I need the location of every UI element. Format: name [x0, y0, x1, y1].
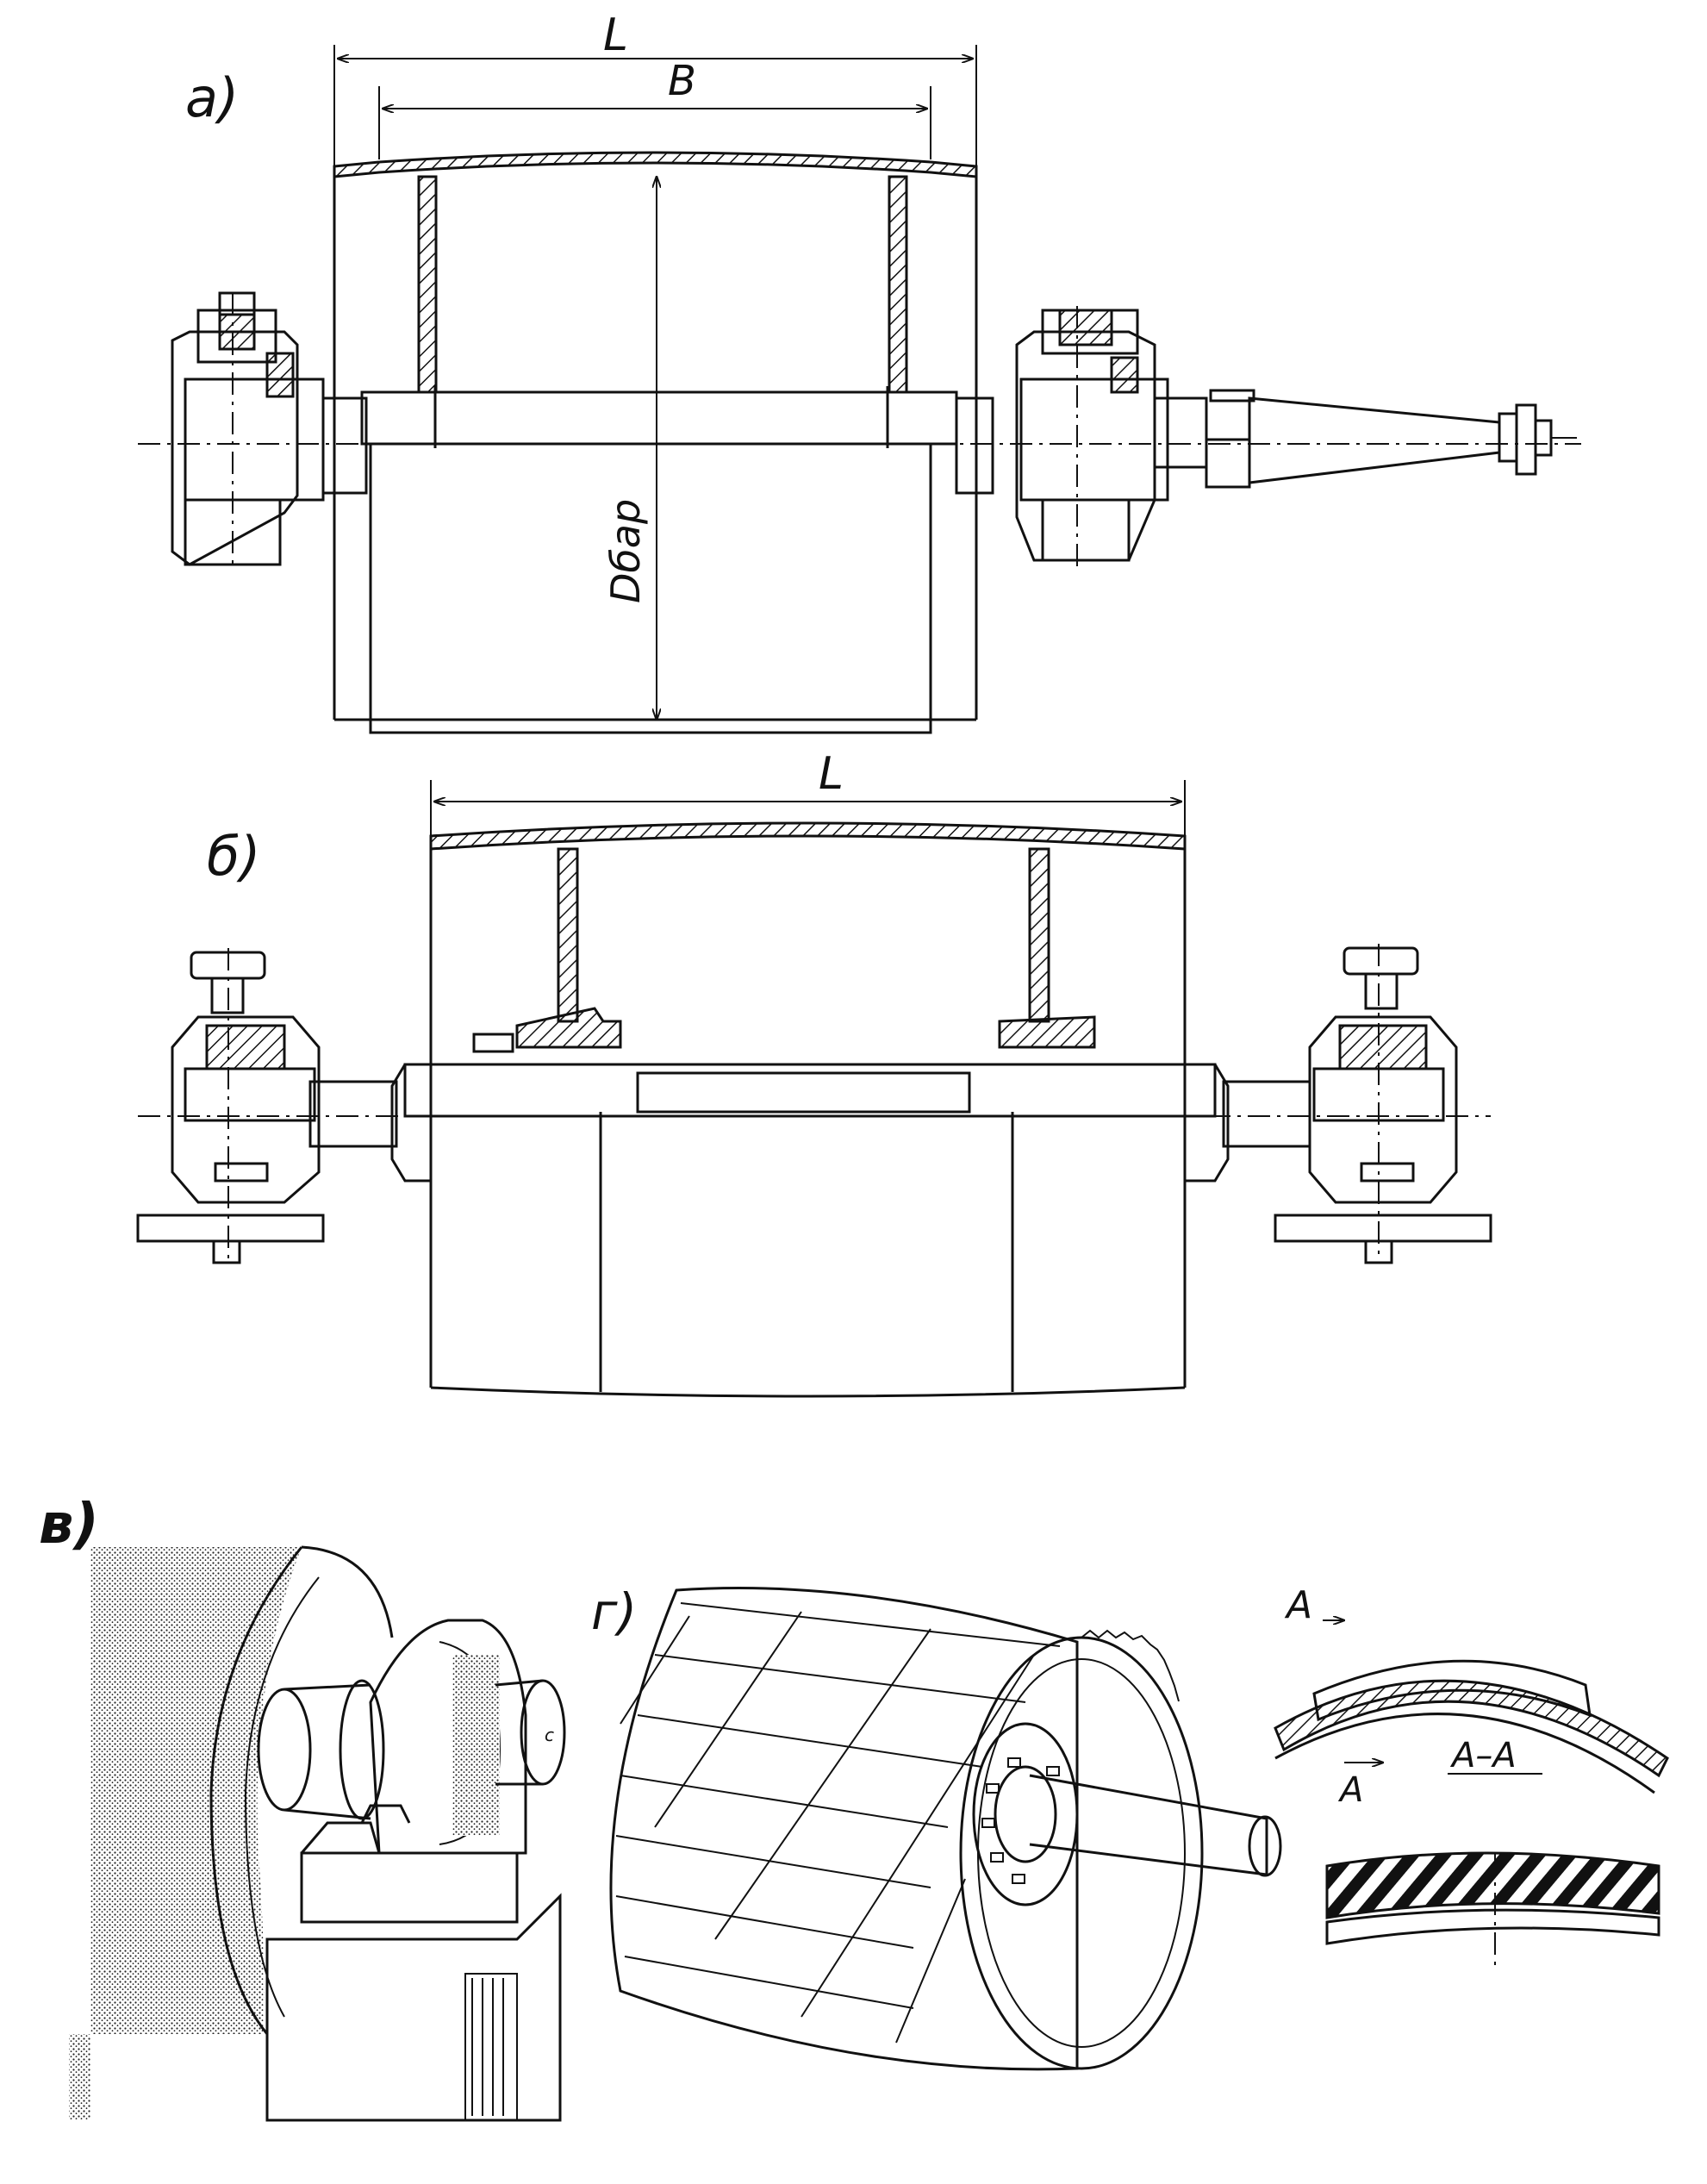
section-mark-top: A: [1284, 1583, 1312, 1627]
drum-shell-section: [333, 151, 978, 178]
panel-b-label: б): [207, 825, 260, 888]
drum-flange: [972, 1722, 1079, 1906]
dim-b-label: B: [668, 57, 696, 105]
shell-section-strip: [1325, 1908, 1660, 1945]
right-bearing-housing-a: [1015, 306, 1169, 569]
journal-right: [1222, 1080, 1311, 1148]
left-bearing-housing-a: [171, 291, 325, 569]
drum-shell-curve: [1274, 1713, 1655, 1794]
shaft-b-step-left: [390, 1064, 431, 1182]
lagging-section-hatched: [1325, 1851, 1660, 1919]
journal-left: [308, 1080, 398, 1148]
dim-l2-label: L: [819, 748, 844, 800]
shaft-collar: [339, 1679, 385, 1820]
shaft-stub-body: [283, 1683, 371, 1820]
disc-b-left: [557, 847, 579, 1023]
panel-v-label: в): [39, 1493, 99, 1557]
section-a-a-detail: A A A–A: [1274, 1583, 1669, 1969]
drum-shell-section-b: [429, 821, 1187, 851]
shaft-end-body: [495, 1679, 544, 1786]
shaft-b: [403, 1063, 1217, 1118]
base-foot: [300, 1821, 381, 1854]
section-title: A–A: [1449, 1736, 1517, 1775]
panel-b-tail-drum: б) L: [136, 748, 1492, 1398]
drum-shaft: [1029, 1774, 1268, 1876]
left-bearing-takeup-b: [136, 948, 325, 1264]
drum-shaft-end: [1248, 1815, 1282, 1877]
clamp-key-left: [472, 1033, 514, 1053]
flange-hub: [994, 1765, 1057, 1863]
drum-stippled-face: [69, 1547, 302, 2120]
dim-l-label: L: [603, 9, 628, 61]
shaft-end-cap: [520, 1679, 566, 1786]
shaft-b-step-right: [1185, 1064, 1230, 1182]
right-disc: [888, 175, 908, 394]
panel-v-bearing-perspective: в) c: [39, 1493, 566, 2122]
disc-b-right: [1028, 847, 1050, 1023]
lagging-curve-profile: [1274, 1679, 1669, 1778]
pillow-block-base: [300, 1851, 519, 1924]
panel-a-drive-drum: а) L B Dбар: [138, 9, 1581, 734]
drum-rim-outer: [209, 1546, 303, 2035]
pedestal-recess: [464, 1973, 518, 2121]
hub-b-right: [998, 1015, 1096, 1049]
shaft-tapered-end: [1153, 389, 1577, 489]
panel-a-label: а): [185, 66, 239, 129]
panel-g-label: г): [591, 1582, 637, 1641]
section-mark-bottom: A: [1337, 1770, 1363, 1810]
drum-b-bottom-edge: [430, 1386, 1186, 1398]
drum-lower-body: [369, 442, 932, 734]
bolt-head: [360, 1804, 411, 1824]
drum-rim-top: [301, 1545, 394, 1638]
lagging-grooves: [615, 1602, 1061, 2044]
shaft-collar-right: [955, 396, 994, 495]
panel-g-lagged-drum: г): [591, 1582, 1282, 2071]
lagged-drum-body: [609, 1587, 1079, 2071]
drum-rim-inner: [244, 1576, 320, 2018]
bearing-rollers: [452, 1655, 500, 1836]
support-pedestal: [265, 1893, 562, 2122]
dim-diameter-label: Dбар: [602, 499, 649, 603]
left-disc: [417, 175, 438, 394]
rim-teeth: [1081, 1629, 1180, 1702]
shaft-b-middle: [636, 1071, 971, 1114]
shaft-collar-left: [321, 396, 368, 495]
pedestal-hatching: [471, 1978, 504, 2116]
shaft-stub-end: [257, 1688, 312, 1812]
right-bearing-takeup-b: [1274, 944, 1492, 1264]
flange-bolts: [981, 1757, 1060, 1884]
shaft-end-mark: c: [545, 1725, 554, 1745]
shaft-hub: [360, 390, 958, 446]
hub-b-left: [515, 1007, 622, 1049]
lagging-strip: [1312, 1659, 1592, 1722]
pillow-block-housing: [369, 1619, 527, 1855]
